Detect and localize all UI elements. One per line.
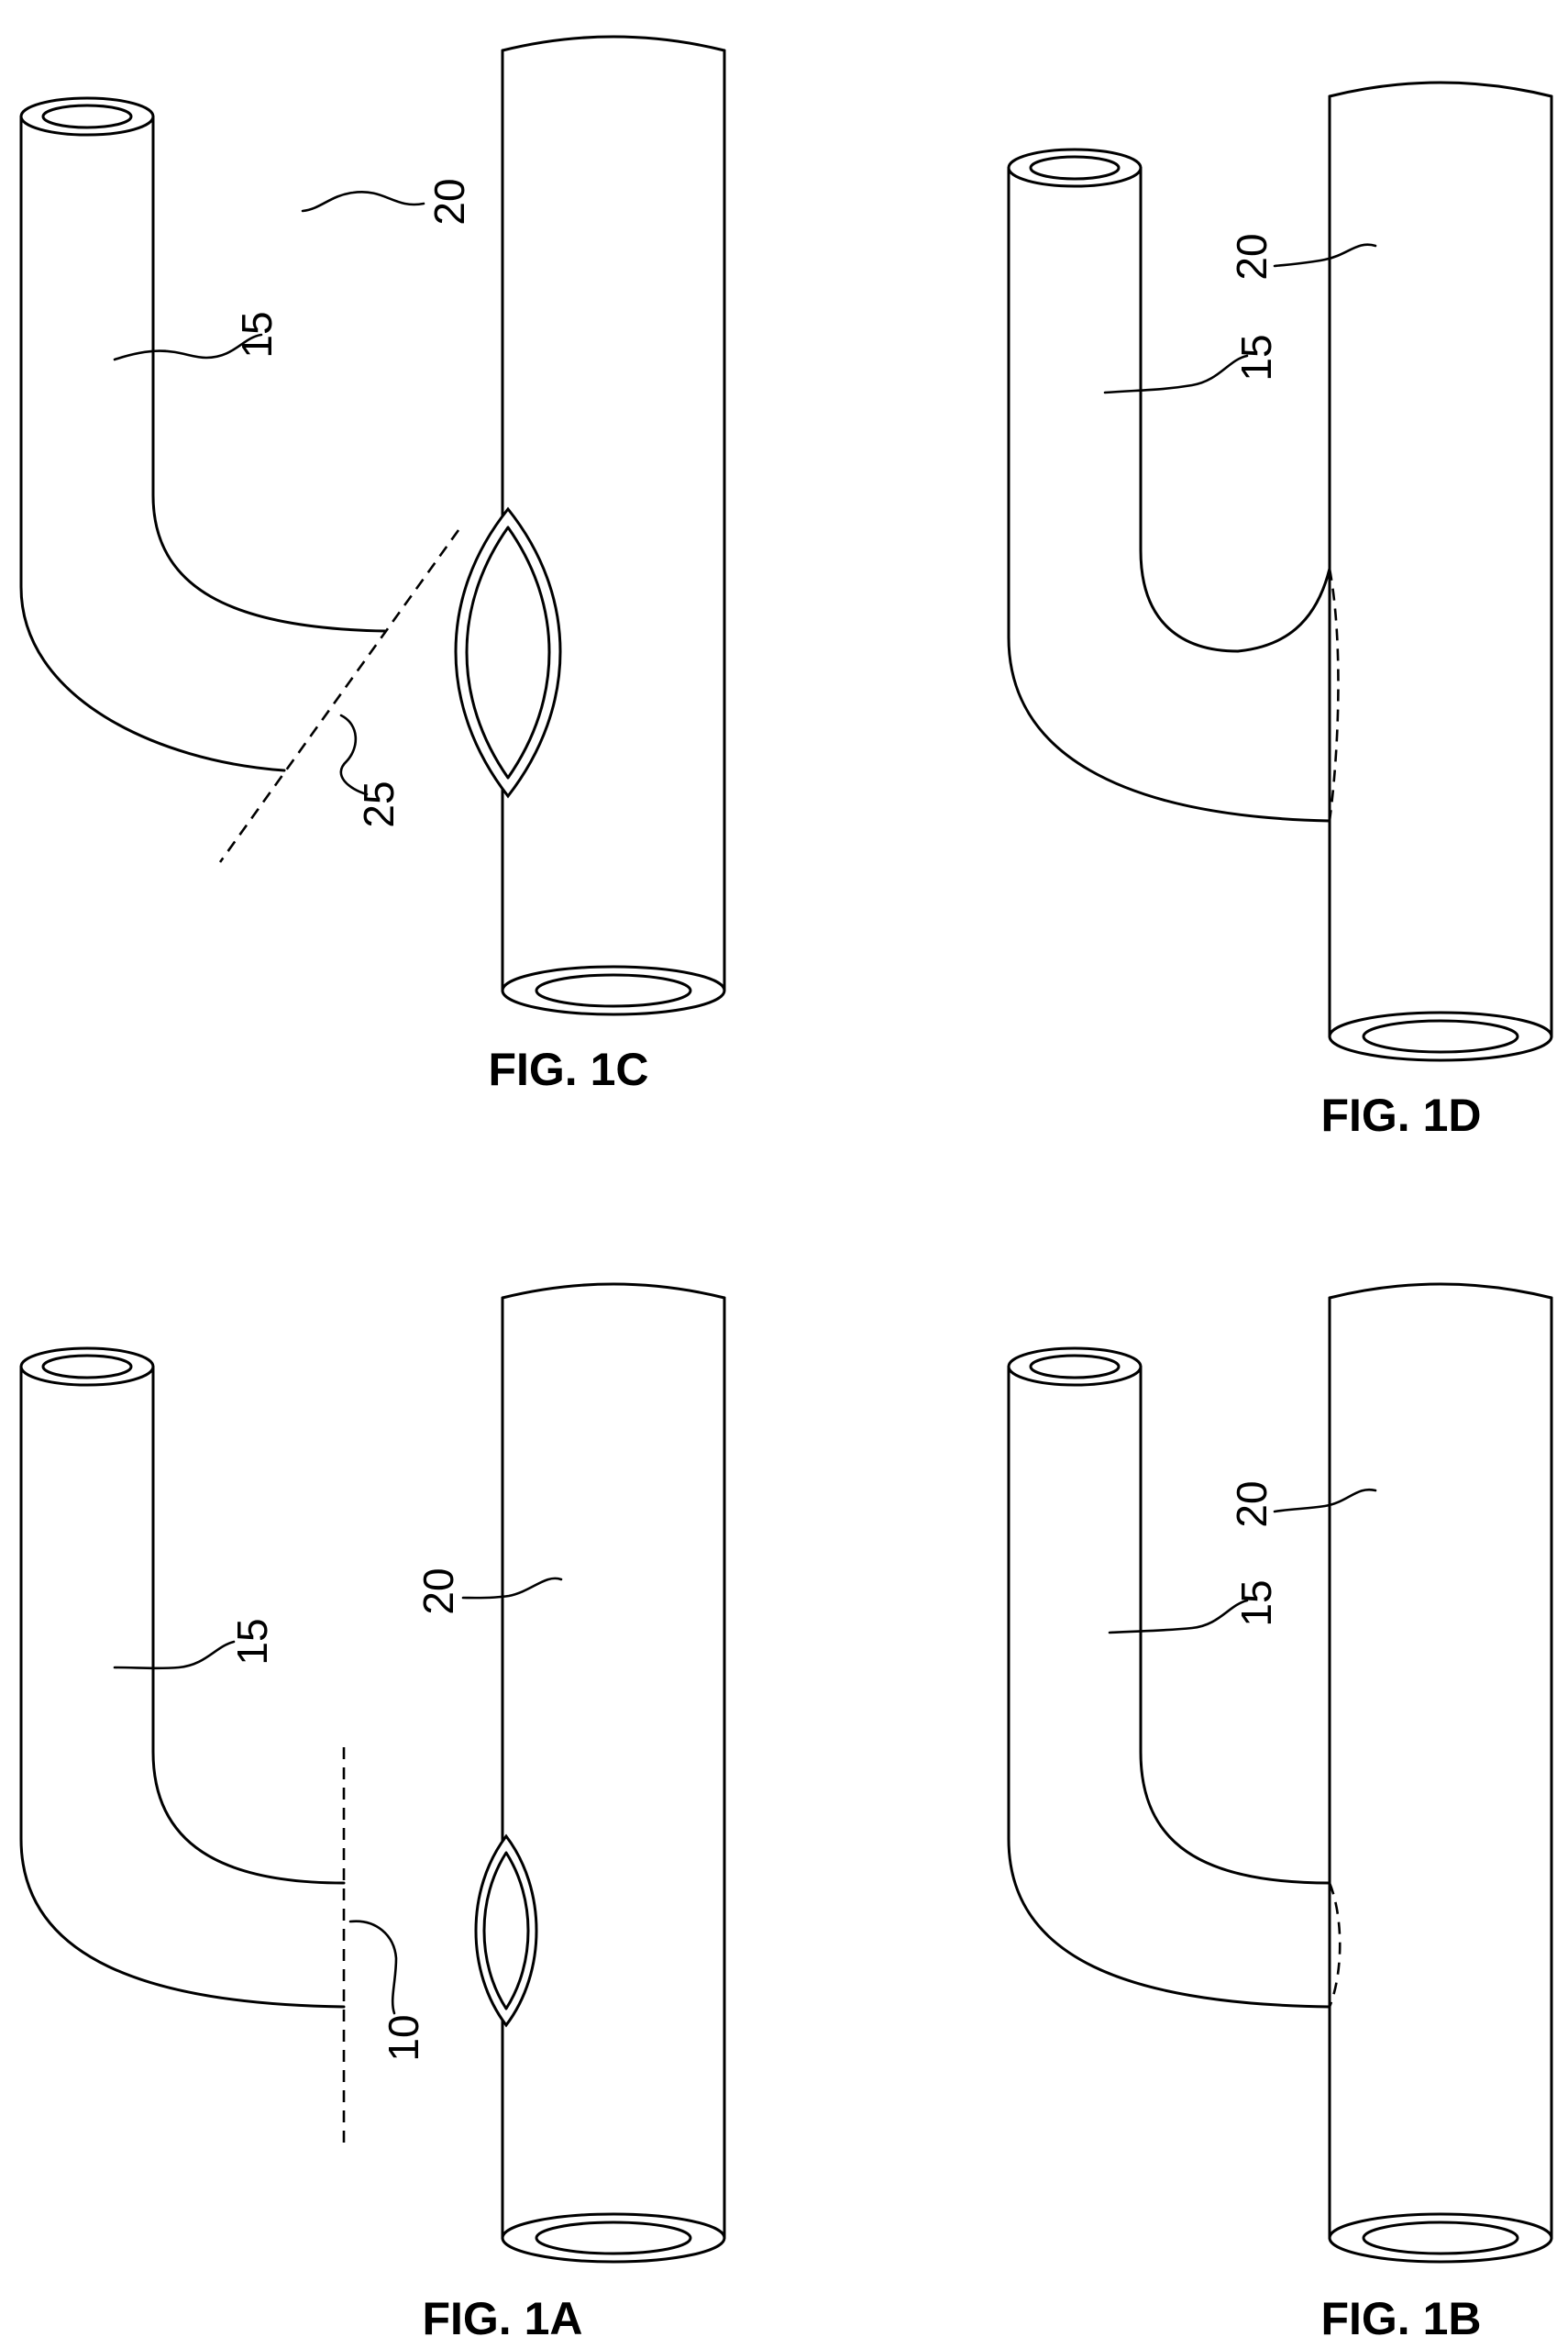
figure-1a: 20 15 10 FIG. 1A — [21, 1284, 724, 2344]
figure-1b: 20 15 FIG. 1B — [1009, 1284, 1551, 2344]
ref-numeral-20: 20 — [1228, 1480, 1275, 1527]
leader-20 — [1275, 1490, 1375, 1512]
caption-fig-1c: FIG. 1C — [488, 1044, 648, 1095]
vessel-20 — [456, 37, 724, 1014]
caption-fig-1d: FIG. 1D — [1320, 1090, 1481, 1141]
leader-20 — [463, 1578, 561, 1598]
ref-numeral-15: 15 — [228, 1618, 276, 1665]
ref-numeral-20: 20 — [1228, 233, 1275, 280]
cut-line-25 — [220, 530, 458, 862]
vessel-20 — [476, 1284, 724, 2262]
ref-numeral-25: 25 — [355, 781, 403, 827]
ref-numeral-15: 15 — [1232, 334, 1280, 381]
ref-numeral-20: 20 — [425, 178, 473, 225]
vessel-20 — [1330, 83, 1551, 1060]
caption-fig-1a: FIG. 1A — [422, 2293, 582, 2344]
leader-15 — [1110, 1600, 1247, 1633]
vessel-20 — [1330, 1284, 1551, 2262]
ref-numeral-20: 20 — [414, 1567, 462, 1614]
anastomosis-seam — [1330, 1883, 1340, 2007]
graft-15 — [21, 1348, 344, 2007]
caption-fig-1b: FIG. 1B — [1320, 2293, 1481, 2344]
graft-15 — [1009, 1348, 1330, 2007]
leader-20 — [303, 192, 424, 211]
figure-1c: 20 15 25 FIG. 1C — [21, 37, 724, 1095]
figure-1d: 20 15 FIG. 1D — [1009, 83, 1551, 1141]
graft-15 — [1009, 150, 1330, 821]
leader-10 — [350, 1922, 396, 2013]
leader-20 — [1275, 245, 1375, 266]
ref-numeral-15: 15 — [1232, 1579, 1280, 1626]
leader-15 — [115, 1642, 234, 1668]
leader-15 — [1105, 356, 1247, 393]
ref-numeral-15: 15 — [233, 311, 281, 358]
ref-numeral-10: 10 — [380, 2014, 427, 2061]
